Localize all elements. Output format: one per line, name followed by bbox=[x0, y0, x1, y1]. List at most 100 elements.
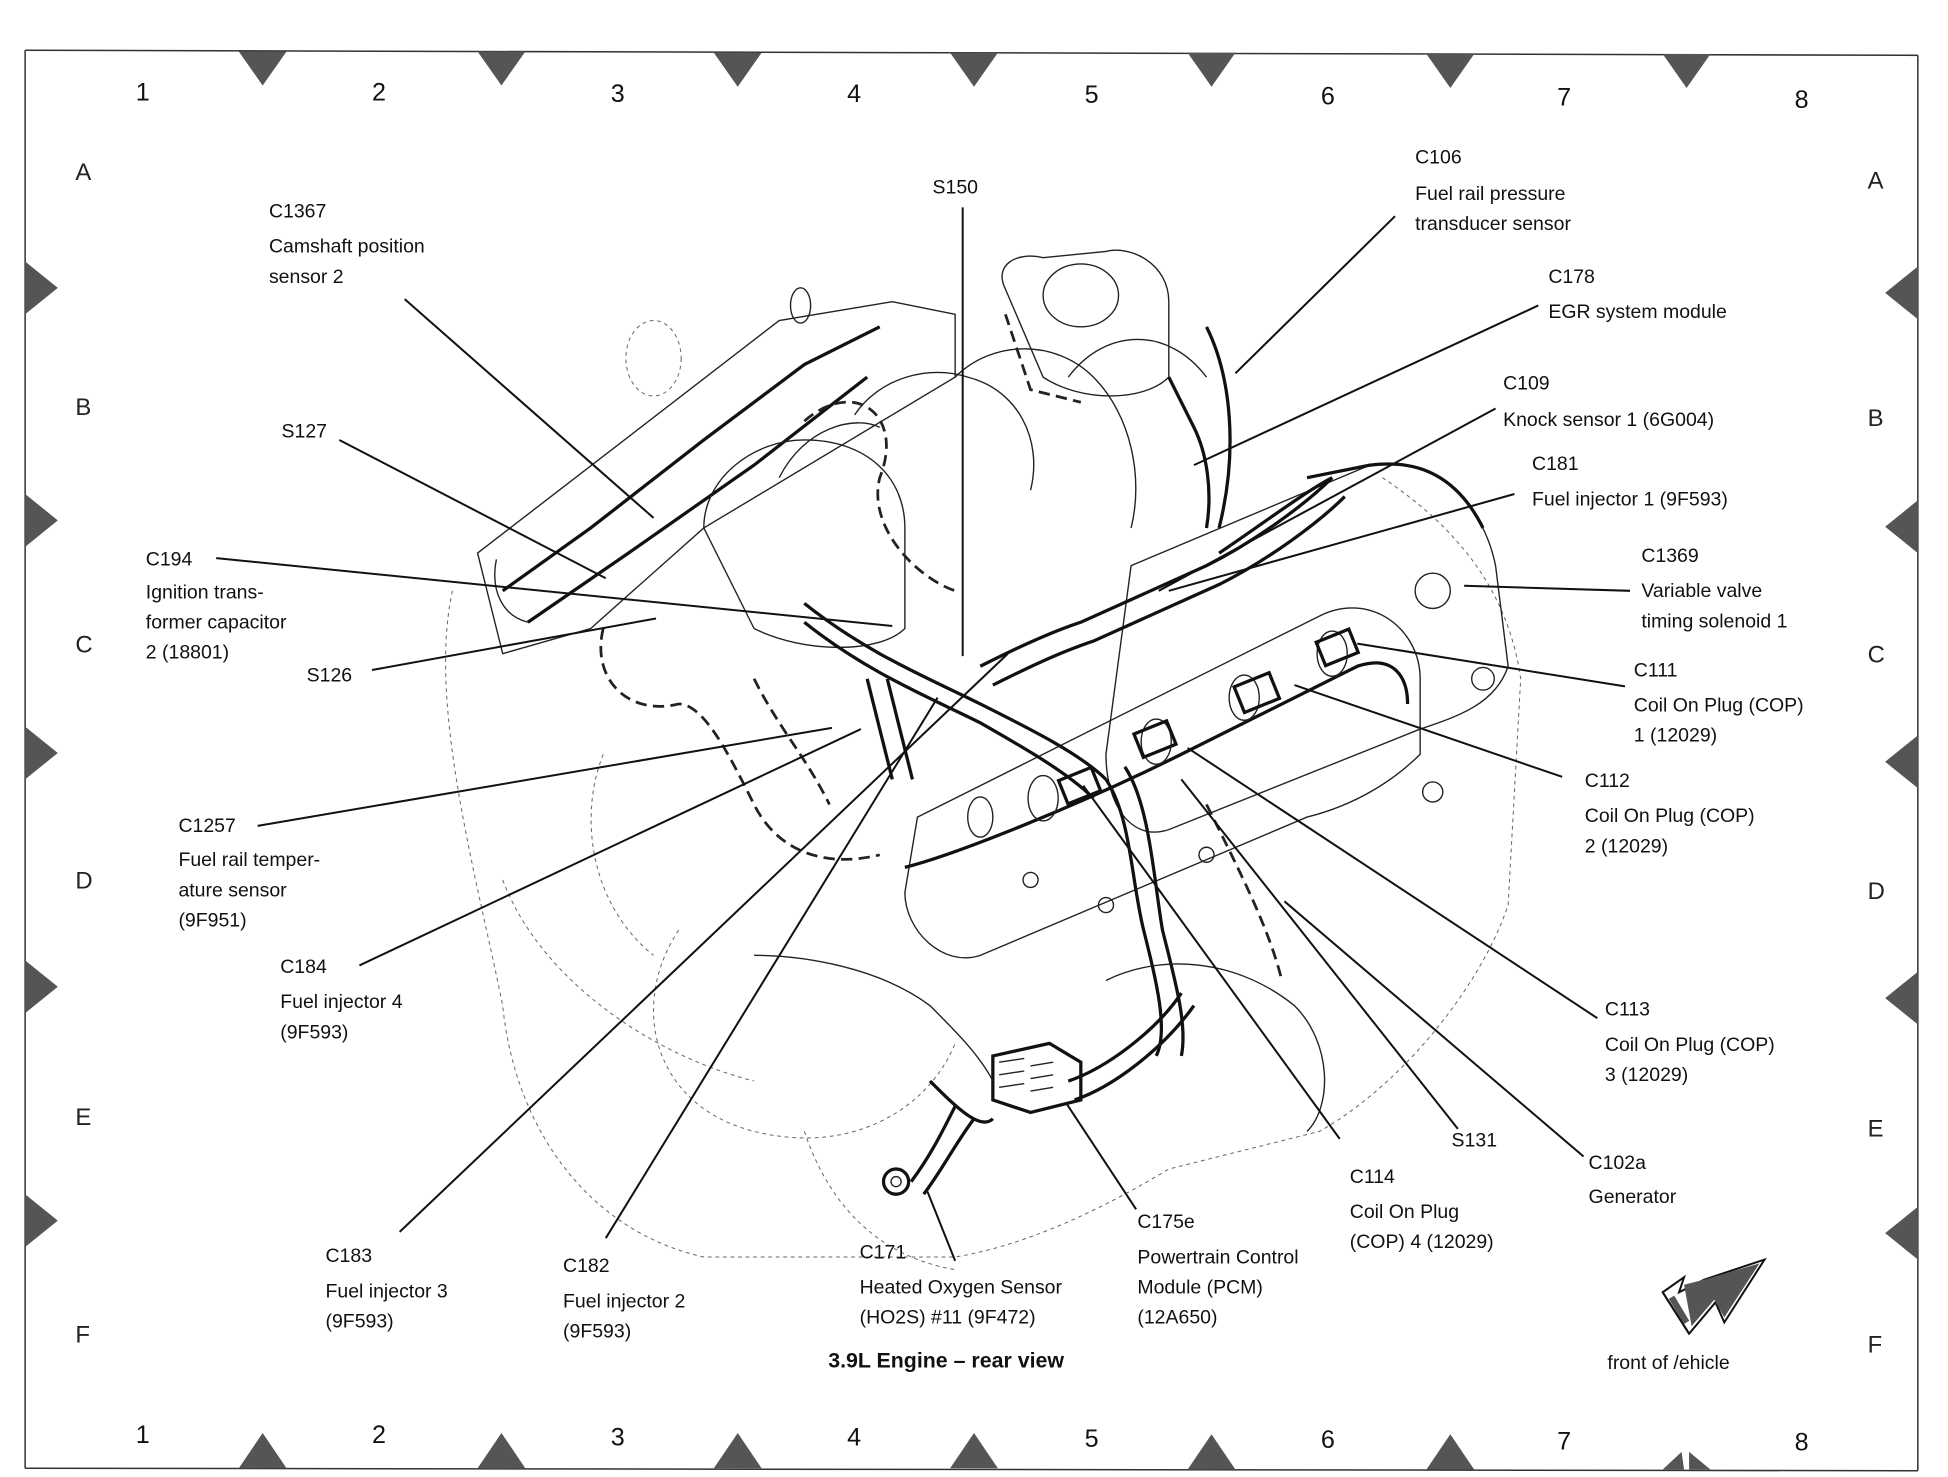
callout-desc: ature sensor bbox=[178, 879, 287, 901]
leader-C184 bbox=[359, 728, 862, 967]
right-marker bbox=[1885, 735, 1918, 789]
callout-id: C106 bbox=[1415, 146, 1462, 168]
bottom-marker bbox=[1662, 1451, 1685, 1470]
callout-desc: (12A650) bbox=[1137, 1307, 1217, 1329]
engine-illustration bbox=[445, 249, 1522, 1271]
right-marker bbox=[1885, 1206, 1918, 1260]
callout-desc: Fuel injector 2 bbox=[563, 1290, 685, 1312]
top-marker bbox=[713, 52, 762, 87]
callout-desc: Fuel injector 3 bbox=[326, 1280, 448, 1302]
callout-S131: S131 bbox=[1452, 1129, 1497, 1151]
column-label: 6 bbox=[1321, 82, 1335, 110]
callout-C181: C181 Fuel injector 1 (9F593) bbox=[1532, 453, 1728, 510]
callout-id: C114 bbox=[1350, 1166, 1395, 1188]
top-marker bbox=[1426, 54, 1475, 88]
callout-id: S131 bbox=[1452, 1129, 1497, 1151]
leader-C181 bbox=[1168, 493, 1515, 592]
callout-C184: C184 Fuel injector 4 (9F593) bbox=[280, 956, 402, 1043]
callout-desc: (9F593) bbox=[326, 1310, 394, 1332]
row-label: F bbox=[1868, 1332, 1883, 1359]
leader-C178 bbox=[1193, 304, 1539, 467]
callout-desc: Generator bbox=[1589, 1186, 1677, 1208]
right-marker bbox=[1885, 266, 1918, 320]
callout-C1367: C1367 Camshaft position sensor 2 bbox=[269, 200, 425, 287]
callout-id: C111 bbox=[1634, 659, 1678, 681]
callout-id: S127 bbox=[282, 420, 327, 442]
callout-desc: (COP) 4 (12029) bbox=[1350, 1231, 1494, 1253]
leader-S127 bbox=[338, 439, 607, 580]
callout-desc: Ignition trans- bbox=[146, 581, 264, 603]
column-label: 7 bbox=[1557, 1427, 1571, 1455]
top-marker bbox=[477, 51, 526, 86]
callout-id: C102a bbox=[1589, 1152, 1647, 1174]
column-label: 4 bbox=[847, 1424, 861, 1452]
callout-id: S126 bbox=[307, 664, 352, 686]
leader-S131 bbox=[1180, 778, 1459, 1130]
callout-desc: Variable valve bbox=[1641, 580, 1762, 602]
callout-C109: C109 Knock sensor 1 (6G004) bbox=[1503, 373, 1714, 431]
callout-desc: Coil On Plug bbox=[1350, 1201, 1459, 1223]
callout-desc: 2 (12029) bbox=[1585, 835, 1668, 857]
row-label: D bbox=[75, 868, 92, 895]
callout-desc: Module (PCM) bbox=[1137, 1276, 1262, 1298]
front-of-vehicle-label: front of /ehicle bbox=[1607, 1352, 1729, 1374]
leader-C106 bbox=[1234, 215, 1396, 375]
callout-desc: (9F951) bbox=[178, 909, 246, 931]
row-label: A bbox=[75, 159, 91, 186]
grid-markers bbox=[25, 51, 1918, 1470]
leader-lines bbox=[216, 207, 1631, 1262]
top-marker bbox=[1662, 54, 1711, 88]
left-marker bbox=[25, 1194, 58, 1247]
row-label: C bbox=[75, 631, 92, 658]
callout-id: C181 bbox=[1532, 453, 1579, 475]
leader-C175e bbox=[1064, 1101, 1137, 1210]
callout-C1369: C1369 Variable valve timing solenoid 1 bbox=[1641, 545, 1787, 632]
leader-C171 bbox=[926, 1191, 957, 1262]
right-marker bbox=[1885, 500, 1918, 554]
bottom-marker bbox=[713, 1433, 762, 1469]
callout-desc: timing solenoid 1 bbox=[1641, 610, 1787, 632]
column-label: 2 bbox=[372, 1421, 386, 1449]
callout-id: C183 bbox=[326, 1245, 373, 1267]
column-label: 8 bbox=[1795, 1429, 1809, 1457]
callout-desc: Fuel injector 1 (9F593) bbox=[1532, 488, 1728, 510]
callout-desc: Fuel injector 4 bbox=[280, 991, 402, 1013]
callout-C113: C113 Coil On Plug (COP) 3 (12029) bbox=[1605, 999, 1775, 1086]
leader-C1367 bbox=[404, 298, 655, 519]
callout-id: C194 bbox=[146, 549, 193, 571]
callout-id: C113 bbox=[1605, 999, 1650, 1021]
column-label: 5 bbox=[1085, 1425, 1099, 1453]
callout-S126: S126 bbox=[307, 664, 352, 686]
callout-C112: C112 Coil On Plug (COP) 2 (12029) bbox=[1585, 770, 1755, 857]
callout-desc: Fuel rail temper- bbox=[178, 849, 320, 871]
column-label: 8 bbox=[1795, 86, 1809, 114]
row-label: A bbox=[1868, 168, 1884, 195]
leader-C182 bbox=[604, 697, 939, 1239]
left-marker bbox=[25, 261, 58, 315]
column-label: 1 bbox=[136, 79, 150, 107]
callout-C182: C182 Fuel injector 2 (9F593) bbox=[563, 1255, 685, 1342]
column-label: 3 bbox=[611, 1424, 625, 1452]
leader-C113 bbox=[1187, 747, 1598, 1020]
row-label: D bbox=[1868, 878, 1885, 905]
left-marker bbox=[25, 494, 58, 547]
bottom-marker bbox=[1426, 1434, 1475, 1470]
callout-C1257: C1257 Fuel rail temper- ature sensor (9F… bbox=[178, 815, 320, 931]
callout-C178: C178 EGR system module bbox=[1548, 266, 1727, 323]
column-label: 5 bbox=[1085, 81, 1099, 109]
bottom-marker bbox=[950, 1433, 998, 1469]
front-of-vehicle-arrow-icon bbox=[1661, 1257, 1767, 1336]
callout-C175e: C175e Powertrain Control Module (PCM) (1… bbox=[1137, 1211, 1298, 1329]
leader-C1257 bbox=[257, 726, 833, 827]
callout-C111: C111 Coil On Plug (COP) 1 (12029) bbox=[1634, 659, 1804, 746]
callout-id: C175e bbox=[1137, 1211, 1194, 1233]
leader-C194 bbox=[216, 557, 893, 628]
callout-desc: Heated Oxygen Sensor bbox=[860, 1276, 1063, 1298]
callout-desc: Coil On Plug (COP) bbox=[1585, 805, 1755, 827]
callout-C183: C183 Fuel injector 3 (9F593) bbox=[326, 1245, 448, 1332]
callout-id: C1367 bbox=[269, 200, 326, 222]
top-marker bbox=[950, 52, 998, 87]
callout-C114: C114 Coil On Plug (COP) 4 (12029) bbox=[1350, 1166, 1494, 1253]
diagram-title: 3.9L Engine – rear view bbox=[828, 1349, 1064, 1373]
